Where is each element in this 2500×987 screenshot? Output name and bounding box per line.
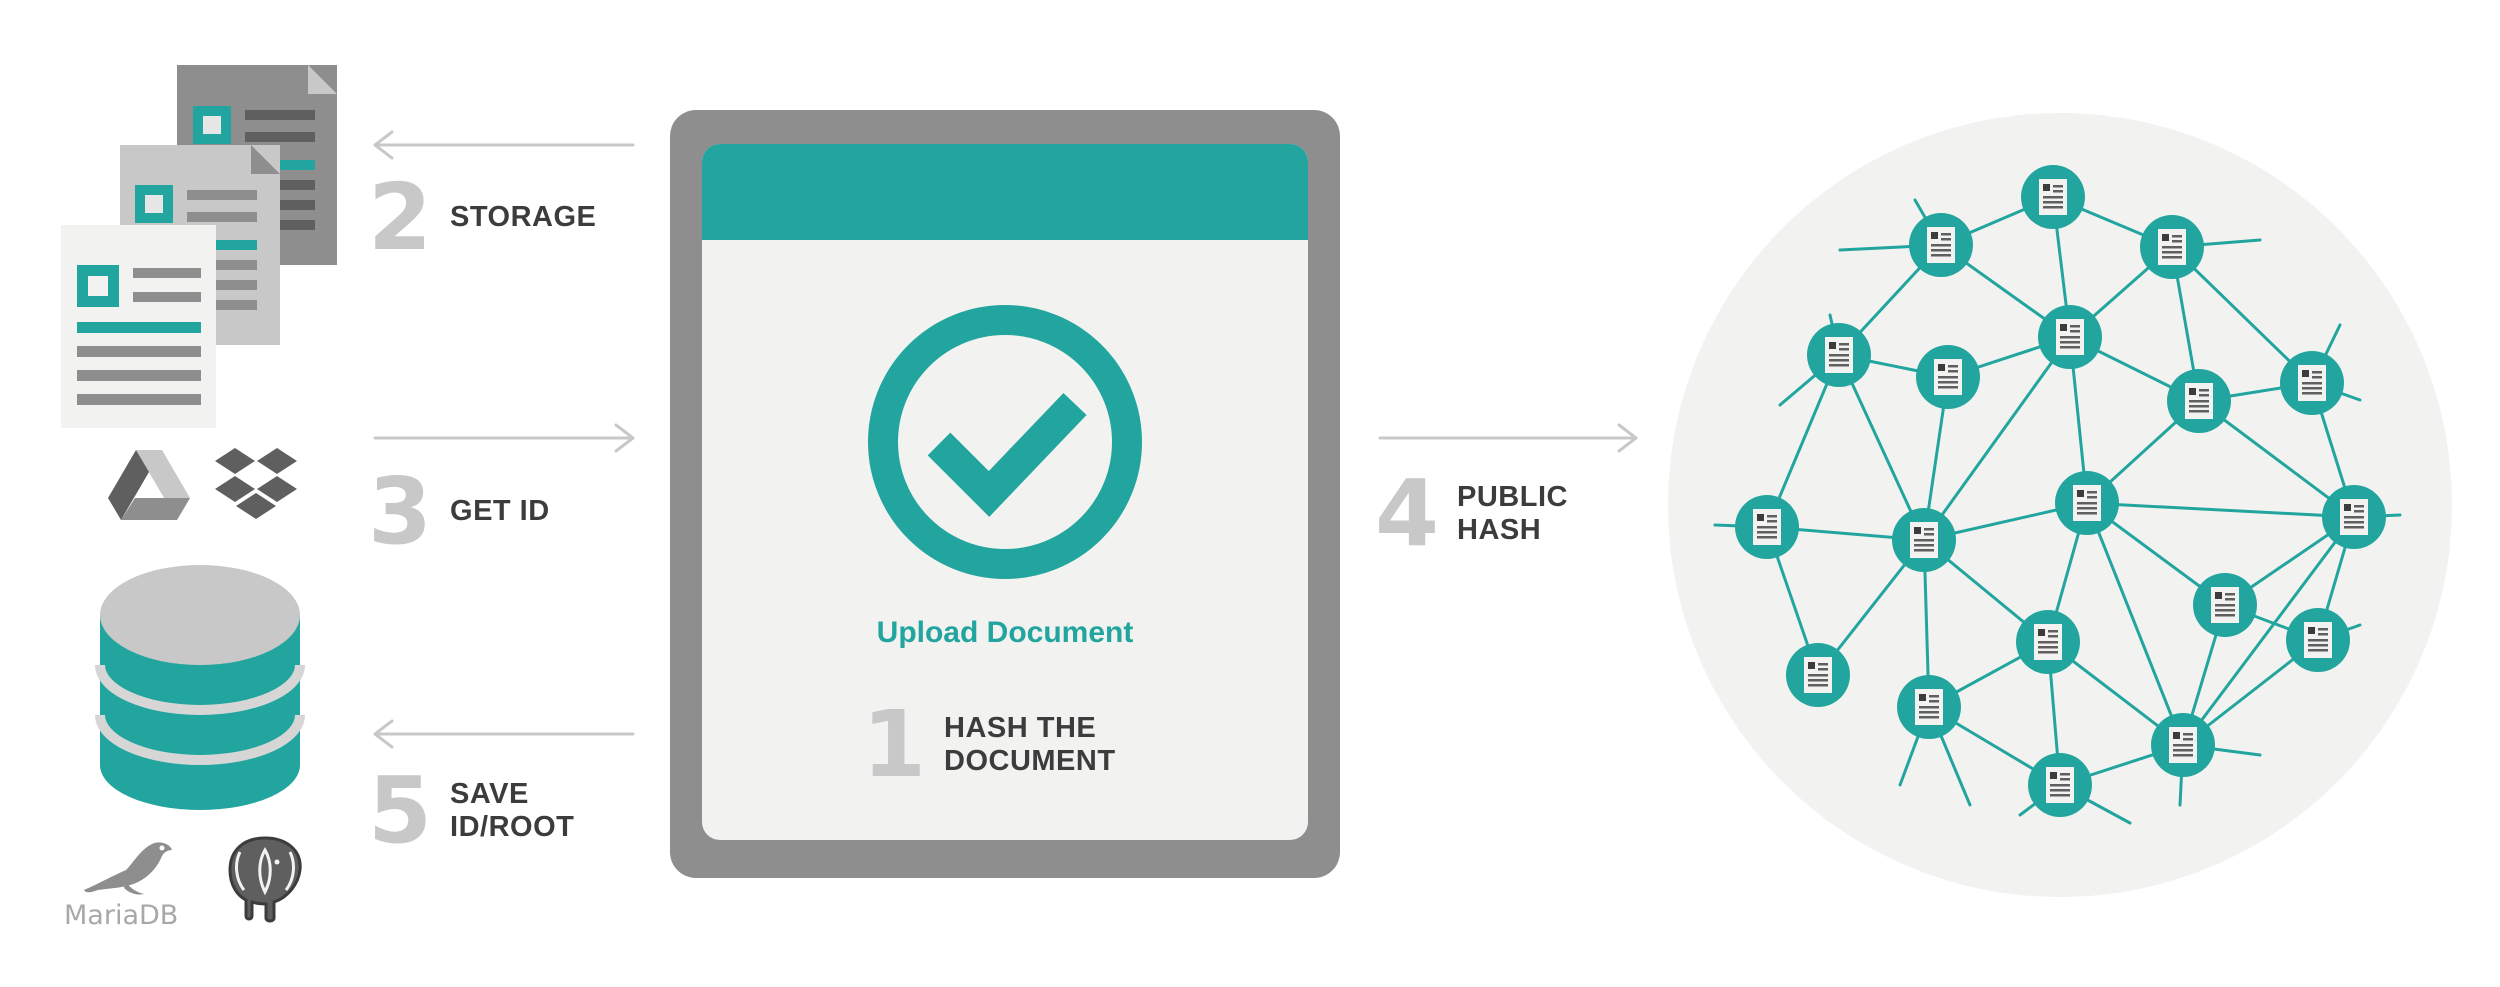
step-5-label: SAVE ID/ROOT xyxy=(450,777,575,843)
document-stack-icon xyxy=(61,65,337,428)
network-node-document-icon xyxy=(1897,675,1961,739)
network-edge xyxy=(2085,501,2356,519)
step-4-label: PUBLIC HASH xyxy=(1457,480,1568,546)
step-3-number: 3 xyxy=(368,458,433,565)
database-icon xyxy=(95,565,305,810)
google-drive-icon xyxy=(108,450,190,520)
network-edge xyxy=(2170,245,2314,385)
network-node-document-icon xyxy=(1807,323,1871,387)
step-1-label: HASH THE DOCUMENT xyxy=(944,711,1116,777)
network-node-document-icon xyxy=(2322,485,2386,549)
dropbox-icon xyxy=(215,448,297,519)
network-node-document-icon xyxy=(2286,608,2350,672)
upload-screen: Upload Document 1 HASH THE DOCUMENT xyxy=(702,144,1308,840)
network-edge xyxy=(2197,399,2356,519)
step-1: 1 HASH THE DOCUMENT xyxy=(862,699,1116,791)
checkmark-circle-icon xyxy=(868,305,1142,579)
step-2-label: STORAGE xyxy=(450,201,597,234)
network-edge xyxy=(1837,353,1926,542)
network-node-document-icon xyxy=(1735,495,1799,559)
screen-header-bar xyxy=(702,144,1308,240)
upload-document-title[interactable]: Upload Document xyxy=(876,616,1134,649)
network-node-document-icon xyxy=(2167,369,2231,433)
document-front xyxy=(61,225,216,428)
network-node-document-icon xyxy=(1916,345,1980,409)
network-node-document-icon xyxy=(2193,573,2257,637)
network-edge xyxy=(2085,501,2185,747)
network-edge xyxy=(2181,515,2356,747)
network-node-document-icon xyxy=(2038,305,2102,369)
network-node-document-icon xyxy=(2016,610,2080,674)
step-2: 2 STORAGE xyxy=(368,172,596,264)
step-3: 3 GET ID xyxy=(368,466,550,558)
network-node-document-icon xyxy=(1909,213,1973,277)
mariadb-seal-icon xyxy=(84,842,172,895)
network-node-document-icon xyxy=(2055,471,2119,535)
network-node-document-icon xyxy=(2151,713,2215,777)
arrow-save xyxy=(373,719,635,749)
step-5: 5 SAVE ID/ROOT xyxy=(368,765,574,857)
arrow-public-hash xyxy=(1378,423,1638,453)
step-4-number: 4 xyxy=(1375,460,1440,567)
network-edge xyxy=(1922,335,2072,542)
network-node-document-icon xyxy=(2140,215,2204,279)
network-node-document-icon xyxy=(1892,508,1956,572)
network-node-document-icon xyxy=(2028,753,2092,817)
step-3-label: GET ID xyxy=(450,495,550,528)
upload-device-frame: Upload Document 1 HASH THE DOCUMENT xyxy=(670,110,1340,878)
step-1-number: 1 xyxy=(862,691,927,798)
postgresql-elephant-icon xyxy=(228,836,302,923)
network-node-document-icon xyxy=(2021,165,2085,229)
network-node-document-icon xyxy=(2280,351,2344,415)
blockchain-network-icon xyxy=(1668,113,2452,897)
network-node-document-icon xyxy=(1786,643,1850,707)
step-2-number: 2 xyxy=(368,164,433,271)
arrow-storage xyxy=(373,130,635,160)
arrow-get-id xyxy=(373,423,635,453)
step-4: 4 PUBLIC HASH xyxy=(1375,468,1568,560)
step-5-number: 5 xyxy=(368,757,433,864)
mariadb-label: MariaDB xyxy=(64,900,179,931)
